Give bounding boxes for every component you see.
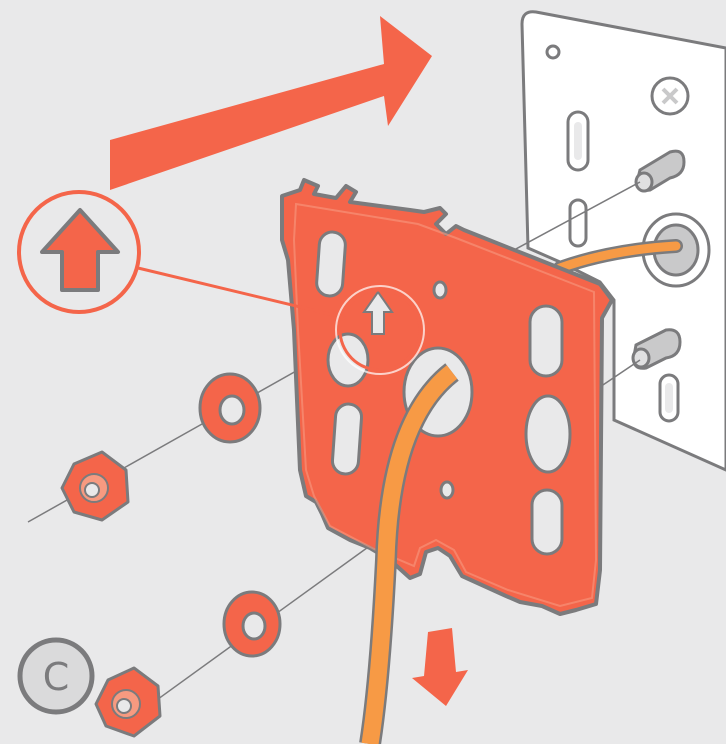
hex-nut-lower	[96, 668, 160, 736]
wire-down-arrow-icon	[412, 628, 468, 706]
washer-lower	[224, 592, 280, 656]
plate-hole-icon	[547, 46, 559, 58]
hex-nut-upper	[62, 452, 128, 520]
direction-arrow-right-icon	[110, 16, 432, 190]
plate-slot-icon	[570, 200, 586, 246]
washer-upper	[200, 374, 260, 442]
step-badge-label: C	[43, 655, 70, 699]
step-badge: C	[20, 640, 92, 712]
screw-head-icon	[652, 78, 688, 114]
